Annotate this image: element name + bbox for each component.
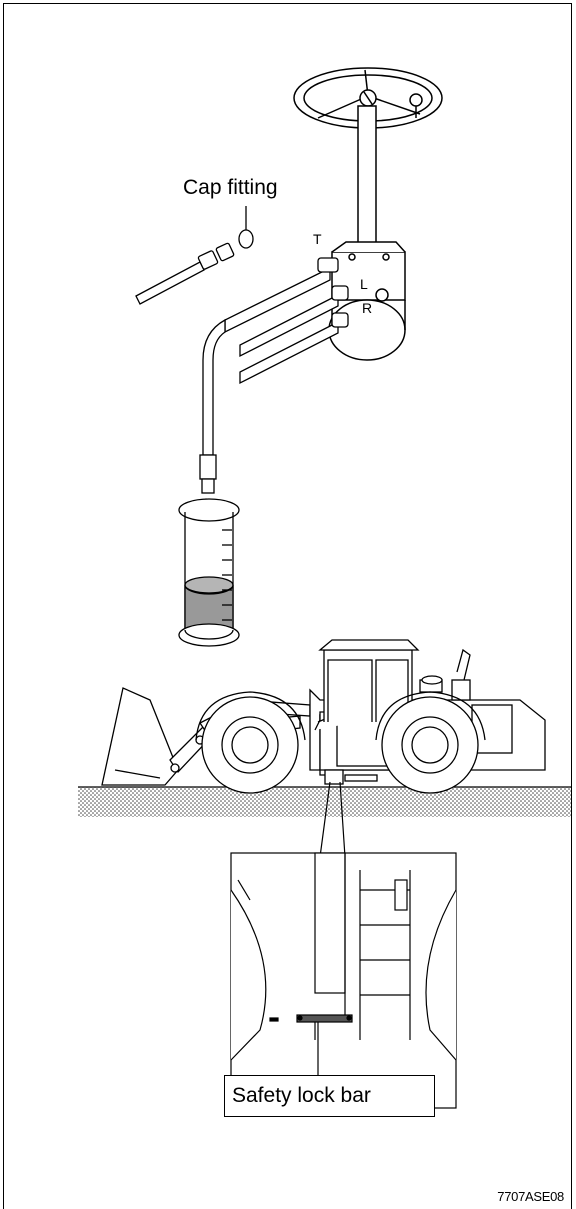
figure-code: 7707ASE08 [497,1189,564,1204]
measuring-cylinder [178,498,240,647]
port-l-label: L [360,276,368,292]
ground [78,786,571,817]
page-frame [3,3,572,1209]
port-r-label: R [362,300,373,316]
disconnected-hose [135,206,254,305]
detail-view [230,852,457,1109]
safety-lock-bar-callout [224,1075,435,1117]
wheel-loader [101,639,546,794]
port-t-label: T [313,231,322,247]
zoom-leader [319,781,346,858]
safety-lock-bar-label: Safety lock bar [232,1084,371,1107]
hoses [199,257,349,494]
cap-fitting-label: Cap fitting [183,176,278,199]
